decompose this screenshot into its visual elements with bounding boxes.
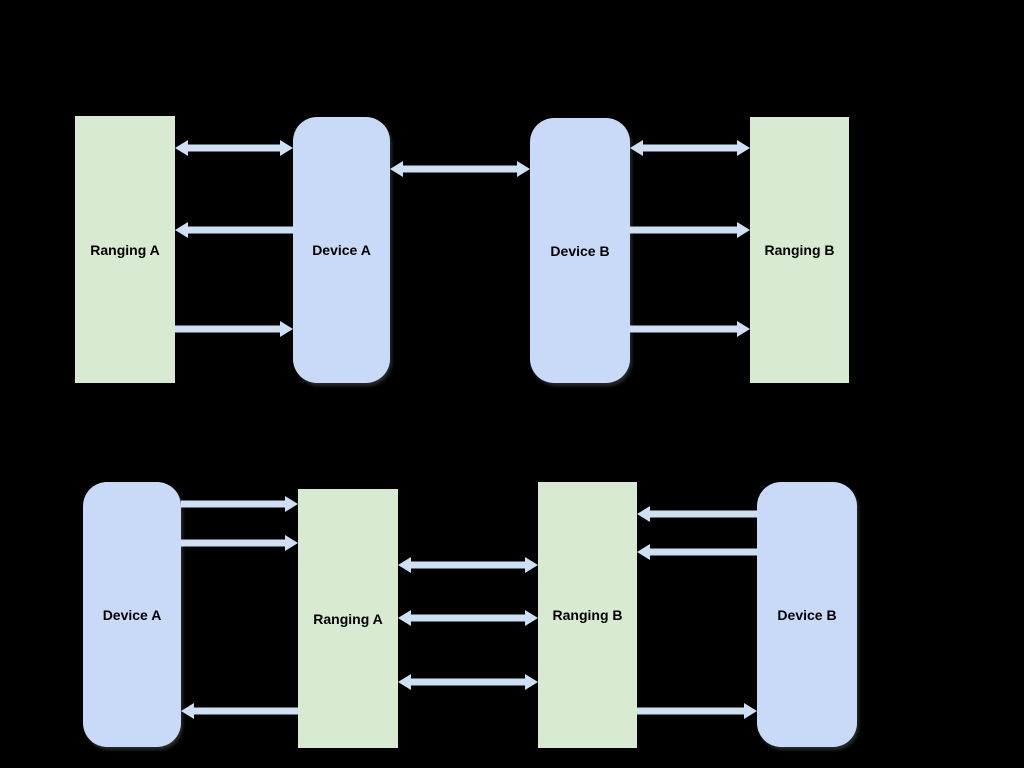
- arrow-shaft: [185, 144, 283, 152]
- arrow-bottom-ranging-a-to-device-a: [181, 703, 298, 719]
- node-label: Ranging A: [90, 241, 160, 258]
- arrow-bottom-ranging-a-ranging-b-bidirectional-3: [398, 674, 538, 690]
- node-top-ranging-a: Ranging A: [75, 116, 175, 383]
- arrow-bottom-device-a-to-ranging-a-2: [181, 535, 298, 551]
- arrow-shaft: [408, 678, 528, 686]
- arrowhead-right-icon: [285, 535, 298, 551]
- arrowhead-right-icon: [280, 140, 293, 156]
- arrow-shaft: [191, 707, 298, 715]
- node-top-device-b: Device B: [530, 118, 630, 383]
- arrowhead-right-icon: [737, 321, 750, 337]
- arrowhead-right-icon: [280, 321, 293, 337]
- node-label: Ranging A: [313, 610, 383, 627]
- arrowhead-left-icon: [181, 703, 194, 719]
- node-label: Device B: [777, 606, 837, 623]
- arrowhead-right-icon: [525, 674, 538, 690]
- arrowhead-right-icon: [525, 557, 538, 573]
- arrowhead-right-icon: [517, 161, 530, 177]
- arrow-shaft: [647, 548, 757, 556]
- node-top-device-a: Device A: [293, 117, 390, 383]
- arrow-shaft: [637, 707, 747, 715]
- node-top-ranging-b: Ranging B: [750, 117, 849, 383]
- arrowhead-right-icon: [285, 496, 298, 512]
- arrowhead-right-icon: [525, 610, 538, 626]
- arrow-top-ranging-a-device-a-bidirectional: [175, 140, 293, 156]
- node-label: Device B: [550, 242, 610, 259]
- arrow-top-device-b-ranging-b-bidirectional: [630, 140, 750, 156]
- arrow-bottom-ranging-a-ranging-b-bidirectional-2: [398, 610, 538, 626]
- arrow-bottom-ranging-b-to-device-b: [637, 703, 757, 719]
- arrowhead-right-icon: [737, 222, 750, 238]
- node-bottom-ranging-a: Ranging A: [298, 489, 398, 748]
- arrow-shaft: [181, 500, 288, 508]
- arrow-top-device-b-to-ranging-b-1: [630, 222, 750, 238]
- arrowhead-left-icon: [637, 544, 650, 560]
- arrow-bottom-ranging-a-ranging-b-bidirectional-1: [398, 557, 538, 573]
- arrow-shaft: [175, 325, 283, 333]
- arrowhead-right-icon: [737, 140, 750, 156]
- arrow-bottom-device-a-to-ranging-a-1: [181, 496, 298, 512]
- arrow-shaft: [647, 510, 757, 518]
- arrow-shaft: [408, 614, 528, 622]
- arrow-top-device-a-to-ranging-a: [175, 222, 293, 238]
- node-label: Ranging B: [552, 607, 623, 623]
- arrow-bottom-device-b-to-ranging-b-1: [637, 506, 757, 522]
- arrow-shaft: [630, 325, 740, 333]
- arrow-shaft: [400, 165, 520, 173]
- node-label: Device A: [102, 606, 162, 623]
- node-bottom-ranging-b: Ranging B: [538, 482, 637, 748]
- arrow-shaft: [630, 226, 740, 234]
- arrowhead-left-icon: [175, 140, 188, 156]
- node-bottom-device-b: Device B: [757, 482, 857, 747]
- arrow-shaft: [408, 561, 528, 569]
- arrowhead-left-icon: [637, 506, 650, 522]
- arrowhead-left-icon: [175, 222, 188, 238]
- arrow-shaft: [185, 226, 293, 234]
- arrow-top-ranging-a-to-device-a: [175, 321, 293, 337]
- arrowhead-left-icon: [398, 610, 411, 626]
- arrowhead-left-icon: [390, 161, 403, 177]
- arrow-top-device-a-device-b-bidirectional: [390, 161, 530, 177]
- arrowhead-left-icon: [398, 674, 411, 690]
- arrow-shaft: [640, 144, 740, 152]
- arrowhead-right-icon: [744, 703, 757, 719]
- node-label: Device A: [312, 242, 371, 258]
- arrowhead-left-icon: [630, 140, 643, 156]
- node-label: Ranging B: [764, 242, 835, 258]
- arrow-shaft: [181, 539, 288, 547]
- arrow-top-device-b-to-ranging-b-2: [630, 321, 750, 337]
- node-bottom-device-a: Device A: [83, 482, 181, 747]
- arrow-bottom-device-b-to-ranging-b-2: [637, 544, 757, 560]
- arrowhead-left-icon: [398, 557, 411, 573]
